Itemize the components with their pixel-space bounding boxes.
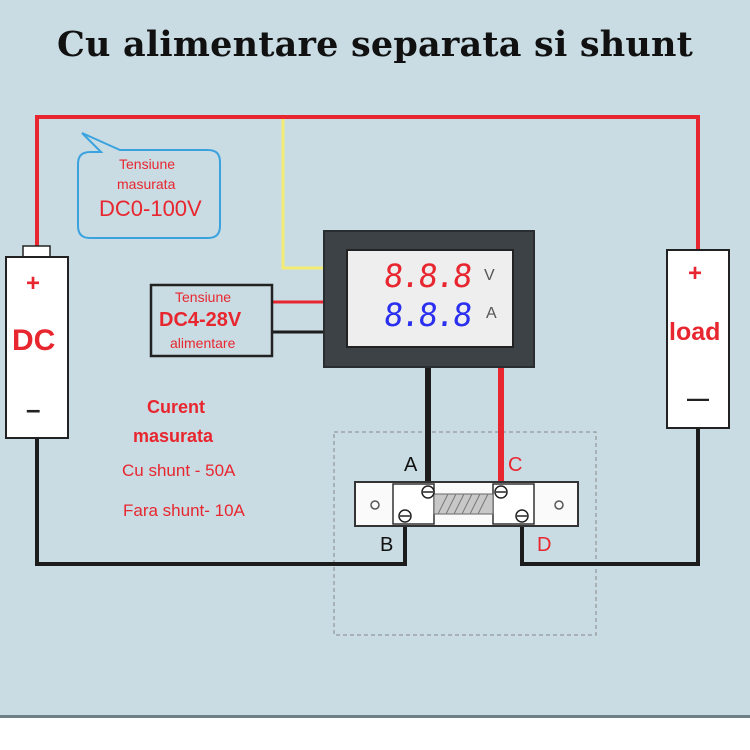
terminal-a-label: A <box>404 454 418 476</box>
load-label: load <box>669 318 721 346</box>
meter-screen <box>346 249 514 348</box>
load-plus: + <box>688 260 703 287</box>
supply-box <box>149 283 274 358</box>
current-display: 8.8.8 <box>382 296 473 334</box>
speech-bubble <box>77 132 221 239</box>
terminal-b-label: B <box>380 534 394 556</box>
bubble-line3: DC0-100V <box>99 196 202 221</box>
load-body <box>666 249 730 429</box>
page-title: Cu alimentare separata si shunt <box>56 24 694 65</box>
black-negative-wire <box>35 438 407 566</box>
terminal-c-label: C <box>508 454 523 476</box>
screw-b-icon <box>398 509 412 523</box>
terminal-d-label: D <box>537 534 552 556</box>
screw-a-icon <box>421 485 435 499</box>
black-load-wire <box>520 428 700 566</box>
battery-label: DC <box>12 324 56 357</box>
current-heading2: masurata <box>133 426 214 446</box>
bubble-line2: masurata <box>117 176 176 192</box>
current-shunt: Cu shunt - 50A <box>122 461 236 480</box>
shunt-mount-hole-right <box>554 500 564 510</box>
shunt-resistor-hatch <box>437 493 489 515</box>
load-minus: — <box>687 386 709 411</box>
voltage-unit: V <box>484 267 495 284</box>
supply-line1: Tensiune <box>175 289 232 305</box>
red-positive-wire <box>35 115 700 250</box>
current-unit: A <box>486 305 497 322</box>
current-no-shunt: Fara shunt- 10A <box>123 501 245 520</box>
supply-line2: DC4-28V <box>159 309 242 331</box>
bubble-line1: Tensiune <box>119 156 176 172</box>
screw-c-icon <box>494 485 508 499</box>
voltage-display: 8.8.8 <box>382 257 473 295</box>
supply-line3: alimentare <box>170 335 236 351</box>
battery-minus: – <box>26 394 41 424</box>
shunt-mount-hole-left <box>370 500 380 510</box>
current-heading1: Curent <box>147 397 205 417</box>
battery-body <box>5 256 69 439</box>
screw-d-icon <box>515 509 529 523</box>
yellow-measure-wire <box>281 117 324 270</box>
battery-plus: + <box>26 270 41 297</box>
shunt-area-outline <box>333 431 597 636</box>
